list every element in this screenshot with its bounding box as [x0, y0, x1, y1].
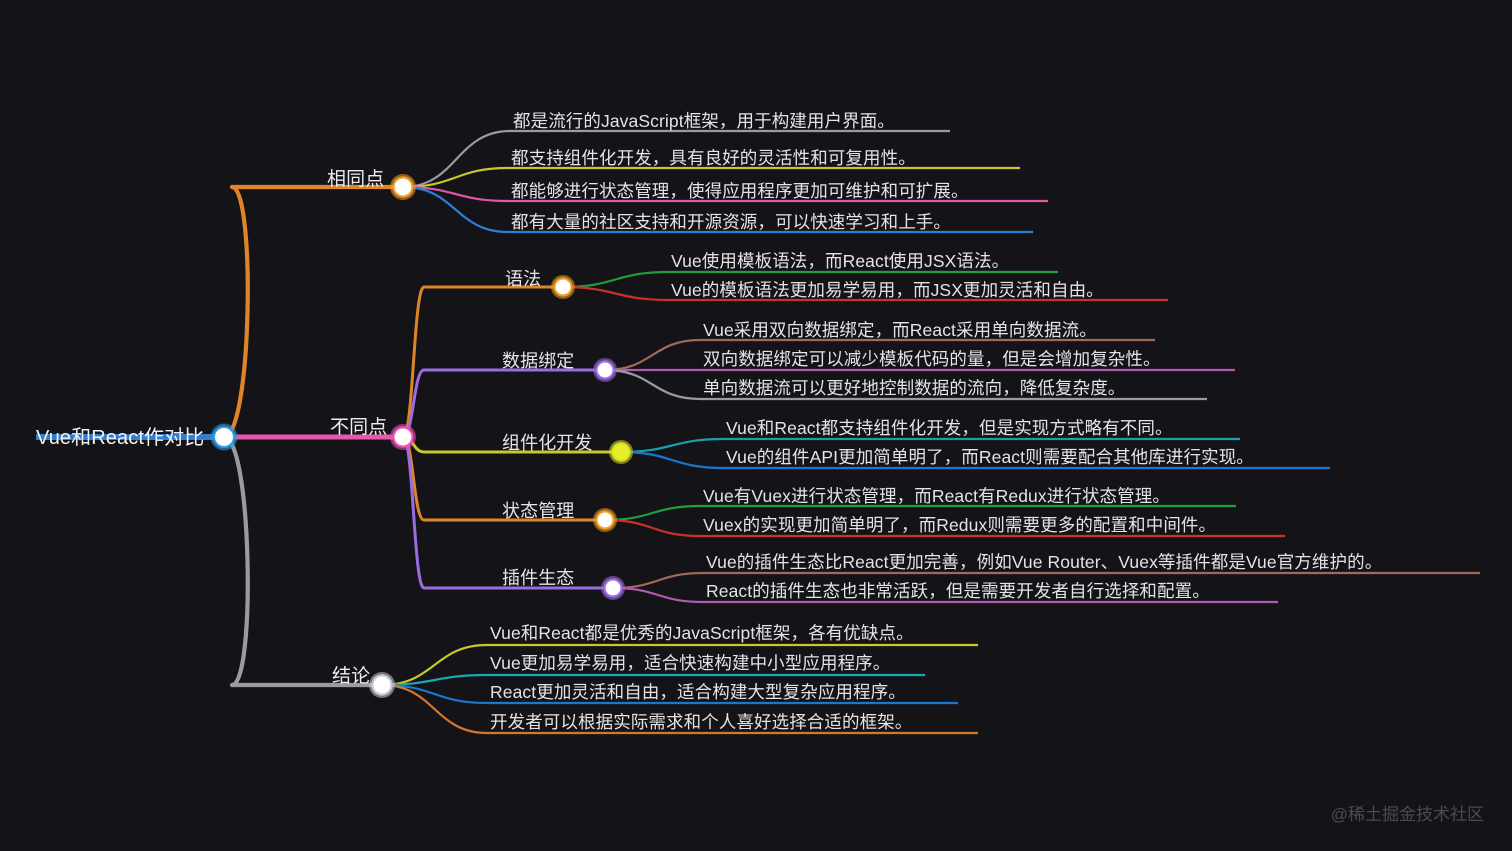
leaf-link-conclusion-3 [380, 683, 489, 735]
leaf-link-component-1 [619, 450, 725, 470]
leaf-label-plugin-0[interactable]: Vue的插件生态比React更加完善，例如Vue Router、Vuex等插件都… [706, 552, 1383, 572]
node-state[interactable] [593, 508, 617, 532]
leaf-label-same-0[interactable]: 都是流行的JavaScript框架，用于构建用户界面。 [513, 111, 895, 131]
sub-label-plugin[interactable]: 插件生态 [502, 568, 575, 588]
node-conclusion[interactable] [369, 672, 395, 698]
link-diff-syntax [401, 285, 426, 439]
leaf-link-conclusion-1 [380, 673, 489, 687]
leaf-label-same-2[interactable]: 都能够进行状态管理，使得应用程序更加可维护和可扩展。 [511, 181, 969, 201]
leaf-label-state-1[interactable]: Vuex的实现更加简单明了，而Redux则需要更多的配置和中间件。 [703, 515, 1217, 535]
leaf-link-component-0 [619, 437, 725, 454]
leaf-link-state-0 [603, 504, 702, 522]
sub-label-binding[interactable]: 数据绑定 [502, 351, 575, 371]
node-state-dot [597, 512, 613, 528]
leaf-link-syntax-0 [561, 270, 670, 289]
node-binding[interactable] [593, 358, 617, 382]
branch-label-diff[interactable]: 不同点 [330, 417, 388, 438]
link-diff-plugin [401, 435, 426, 590]
leaf-link-binding-2 [603, 368, 702, 401]
leaf-link-plugin-0 [611, 571, 705, 590]
node-syntax[interactable] [551, 275, 575, 299]
watermark: @稀土掘金技术社区 [1330, 805, 1484, 824]
sub-label-state[interactable]: 状态管理 [502, 501, 575, 521]
leaf-link-state-1 [603, 518, 702, 538]
leaf-link-same-1 [401, 166, 510, 189]
node-conclusion-dot [373, 676, 391, 694]
leaf-label-syntax-1[interactable]: Vue的模板语法更加易学易用，而JSX更加灵活和自由。 [671, 280, 1104, 300]
node-root[interactable] [210, 423, 238, 451]
link-root-same [221, 184, 250, 440]
node-same[interactable] [390, 174, 416, 200]
leaf-label-state-0[interactable]: Vue有Vuex进行状态管理，而React有Redux进行状态管理。 [703, 486, 1170, 506]
branch-label-same[interactable]: 相同点 [327, 169, 385, 190]
leaf-link-syntax-1 [561, 285, 670, 302]
leaf-label-conclusion-3[interactable]: 开发者可以根据实际需求和个人喜好选择合适的框架。 [490, 712, 913, 732]
leaf-link-same-3 [401, 185, 510, 234]
node-same-dot [394, 178, 412, 196]
leaf-label-binding-0[interactable]: Vue采用双向数据绑定，而React采用单向数据流。 [703, 320, 1097, 340]
node-plugin[interactable] [601, 576, 625, 600]
leaf-label-same-3[interactable]: 都有大量的社区支持和开源资源，可以快速学习和上手。 [511, 212, 951, 232]
leaf-label-binding-2[interactable]: 单向数据流可以更好地控制数据的流向，降低复杂度。 [703, 378, 1126, 398]
leaf-label-conclusion-2[interactable]: React更加灵活和自由，适合构建大型复杂应用程序。 [490, 682, 906, 702]
leaf-label-binding-1[interactable]: 双向数据绑定可以减少模板代码的量，但是会增加复杂性。 [703, 349, 1161, 369]
node-diff-dot [394, 428, 412, 446]
node-root-dot [215, 428, 233, 446]
sub-label-syntax[interactable]: 语法 [505, 269, 542, 289]
branch-label-conclusion[interactable]: 结论 [332, 666, 371, 687]
leaf-link-plugin-1 [611, 586, 705, 604]
node-diff[interactable] [390, 424, 416, 450]
leaf-label-conclusion-1[interactable]: Vue更加易学易用，适合快速构建中小型应用程序。 [490, 653, 891, 673]
leaf-label-component-0[interactable]: Vue和React都支持组件化开发，但是实现方式略有不同。 [726, 418, 1173, 438]
leaf-label-plugin-1[interactable]: React的插件生态也非常活跃，但是需要开发者自行选择和配置。 [706, 581, 1210, 601]
node-syntax-dot [555, 279, 571, 295]
leaf-label-same-1[interactable]: 都支持组件化开发，具有良好的灵活性和可复用性。 [511, 148, 916, 168]
node-component[interactable] [609, 440, 633, 464]
leaf-label-conclusion-0[interactable]: Vue和React都是优秀的JavaScript框架，各有优缺点。 [490, 623, 914, 643]
leaf-link-conclusion-0 [380, 643, 489, 687]
node-plugin-dot [605, 580, 621, 596]
link-root-conclusion [221, 434, 250, 688]
leaf-label-component-1[interactable]: Vue的组件API更加简单明了，而React则需要配合其他库进行实现。 [726, 447, 1254, 467]
node-binding-dot [597, 362, 613, 378]
leaf-link-same-0 [401, 129, 512, 189]
sub-label-component[interactable]: 组件化开发 [502, 433, 593, 453]
root-label[interactable]: Vue和React作对比 [36, 427, 205, 449]
node-component-dot [613, 444, 629, 460]
leaf-label-syntax-0[interactable]: Vue使用模板语法，而React使用JSX语法。 [671, 251, 1010, 271]
leaf-link-binding-0 [603, 338, 702, 372]
